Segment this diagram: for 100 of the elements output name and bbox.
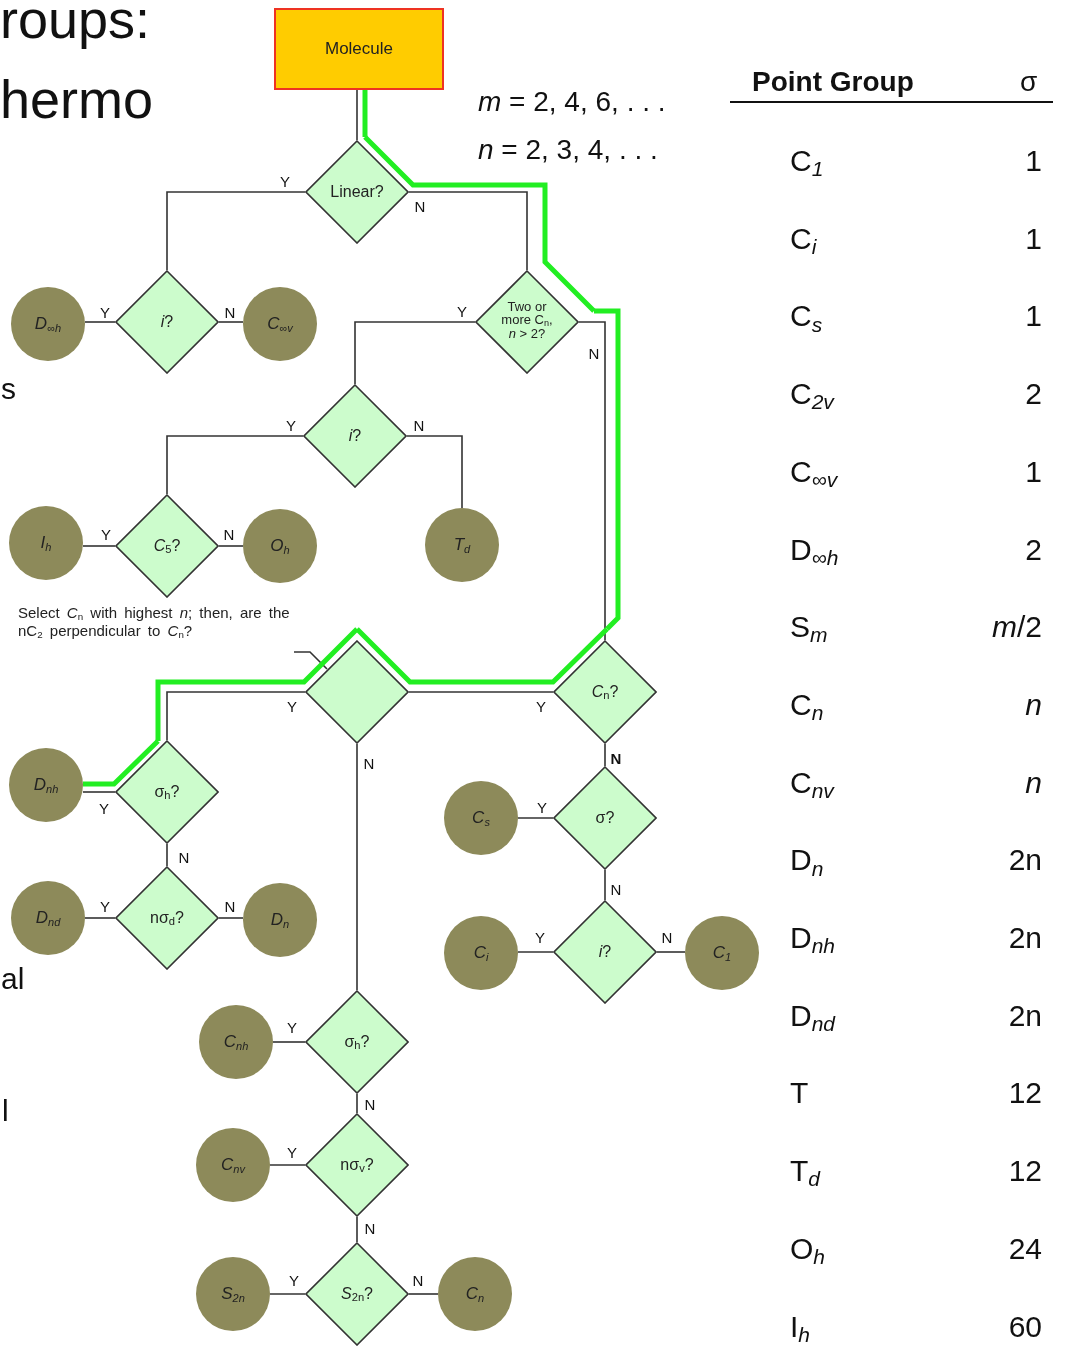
table-cell: 12 bbox=[1008, 1078, 1042, 1109]
point-group-label: D$_{nd}$ bbox=[35, 907, 61, 930]
label-text: s bbox=[1, 374, 16, 404]
table-cell: 2n bbox=[1008, 923, 1042, 953]
decision-diamond bbox=[115, 740, 219, 844]
connector-line bbox=[517, 951, 554, 953]
point-group-label: O$_{h}$ bbox=[270, 535, 290, 558]
table-cell: T$_{d}$ bbox=[790, 1156, 820, 1187]
connector-line bbox=[356, 1216, 358, 1243]
table-cell: n bbox=[1025, 767, 1042, 798]
point-group-label: S$_{2n}$ bbox=[221, 1283, 245, 1306]
connector-line bbox=[578, 321, 606, 641]
decision-text: σ$_{h}$? bbox=[154, 783, 180, 801]
label-text: al bbox=[1, 964, 25, 994]
table-cell: D$_{nh}$ bbox=[790, 923, 836, 953]
table-cell: C$_{∞v}$ bbox=[790, 456, 838, 487]
connector-line bbox=[166, 843, 168, 867]
connector-line bbox=[82, 545, 116, 547]
table-cell: I$_{h}$ bbox=[790, 1311, 811, 1342]
point-group-label: D$_{n}$ bbox=[270, 909, 290, 932]
decision-diamond bbox=[553, 640, 657, 744]
table-cell: D$_{∞h}$ bbox=[790, 534, 839, 565]
point-group-label: C$_{∞v}$ bbox=[267, 313, 293, 336]
connector-line bbox=[218, 917, 244, 919]
decision-diamond bbox=[115, 866, 219, 970]
table-cell: C$_{s}$ bbox=[790, 301, 823, 332]
point-group-label: D$_{∞h}$ bbox=[34, 313, 62, 336]
decision-diamond bbox=[553, 900, 657, 1004]
table-cell: n bbox=[1025, 689, 1042, 720]
note-text: Select C$_{n}$ with highest n; then, are the nC$_{2}$ perpendicular to C$_{n}$? bbox=[18, 604, 291, 640]
decision-text: σ$_{h}$? bbox=[344, 1033, 370, 1051]
point-group-label: C$_{nv}$ bbox=[221, 1154, 245, 1177]
table-header: Point Group bbox=[752, 68, 914, 96]
connector-line bbox=[166, 691, 306, 741]
table-cell: 60 bbox=[1008, 1311, 1042, 1342]
table-cell: 1 bbox=[1025, 301, 1042, 332]
connector-line bbox=[269, 1164, 306, 1166]
decision-text: nσ$_{d}$? bbox=[150, 909, 184, 927]
connector-line bbox=[356, 1093, 358, 1114]
table-cell: 2 bbox=[1025, 379, 1042, 410]
label-text: n = 2, 3, 4, . . . bbox=[478, 136, 658, 164]
connector-line bbox=[604, 869, 606, 901]
point-group-label: T$_{d}$ bbox=[453, 534, 471, 557]
table-cell: 24 bbox=[1008, 1233, 1042, 1264]
decision-text: C$_{5}$? bbox=[153, 537, 181, 555]
decision-diamond bbox=[115, 494, 219, 598]
table-cell: 1 bbox=[1025, 146, 1042, 176]
point-group-label: C$_{1}$ bbox=[712, 942, 732, 965]
table-cell: T bbox=[790, 1078, 809, 1109]
decision-text: σ? bbox=[595, 809, 615, 827]
leader-line bbox=[293, 651, 328, 670]
point-group-label: C$_{i}$ bbox=[473, 942, 489, 965]
decision-diamond bbox=[475, 270, 579, 374]
table-cell: 2n bbox=[1008, 845, 1042, 876]
connector-line bbox=[406, 435, 463, 509]
connector-line bbox=[166, 435, 304, 495]
table-cell: O$_{h}$ bbox=[790, 1233, 826, 1264]
decision-text: i? bbox=[348, 427, 362, 445]
highlight-path bbox=[594, 308, 621, 631]
point-group-label: C$_{s}$ bbox=[472, 807, 490, 830]
table-cell: C$_{n}$ bbox=[790, 689, 824, 720]
decision-diamond bbox=[303, 384, 407, 488]
decision-text: nσ$_{v}$? bbox=[340, 1156, 374, 1174]
decision-text: Linear? bbox=[330, 183, 384, 201]
connector-line bbox=[218, 545, 244, 547]
decision-text: Two or more C$_{n}$, n > 2? bbox=[500, 299, 554, 341]
highlight-path bbox=[363, 135, 596, 313]
highlight-path bbox=[155, 627, 359, 741]
connector-line bbox=[656, 951, 686, 953]
start-box bbox=[274, 8, 444, 90]
table-cell: 1 bbox=[1025, 223, 1042, 254]
table-cell: C$_{nv}$ bbox=[790, 767, 834, 798]
point-group-label: I$_{h}$ bbox=[40, 532, 52, 555]
connector-line bbox=[604, 743, 606, 767]
table-cell: C$_{1}$ bbox=[790, 146, 824, 176]
decision-diamond bbox=[305, 1113, 409, 1217]
decision-diamond bbox=[305, 1242, 409, 1346]
point-group-label: C$_{nh}$ bbox=[223, 1031, 249, 1054]
table-cell: 12 bbox=[1008, 1156, 1042, 1187]
decision-text: S$_{2n}$? bbox=[341, 1285, 373, 1303]
box-label: Molecule bbox=[324, 38, 393, 61]
connector-line bbox=[517, 817, 554, 819]
decision-diamond bbox=[305, 140, 409, 244]
decision-diamond bbox=[305, 640, 409, 744]
table-cell: D$_{nd}$ bbox=[790, 1000, 836, 1031]
connector-line bbox=[272, 1041, 306, 1043]
table-header: σ bbox=[1020, 68, 1038, 96]
decision-text: i? bbox=[598, 943, 612, 961]
connector-line bbox=[269, 1293, 306, 1295]
connector-line bbox=[356, 89, 358, 141]
connector-line bbox=[354, 321, 476, 385]
table-cell: S$_{m}$ bbox=[790, 612, 828, 643]
table-cell: 2n bbox=[1008, 1000, 1042, 1031]
table-cell: 1 bbox=[1025, 456, 1042, 487]
table-cell: D$_{n}$ bbox=[790, 845, 824, 876]
decision-text: i? bbox=[160, 313, 174, 331]
connector-line bbox=[408, 191, 528, 271]
label-text: l bbox=[2, 1096, 9, 1126]
connector-line bbox=[218, 321, 244, 323]
table-cell: 2 bbox=[1025, 534, 1042, 565]
